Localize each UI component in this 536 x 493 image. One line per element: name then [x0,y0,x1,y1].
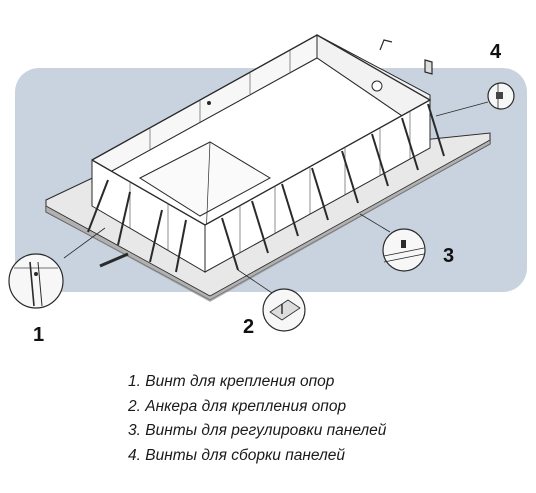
legend-item-2: 2. Анкера для крепления опор [128,397,347,415]
detail-circle-4 [487,82,515,110]
panel-seams [129,50,411,253]
legend-item-1: 1. Винт для крепления опор [128,373,335,390]
detail-circle-2 [262,288,306,332]
drain-pipe [99,252,129,268]
pool-ladder [379,39,433,75]
legend-list: 1. Винт для крепления опор 2. Анкера для… [128,370,386,468]
callout-3: 3 [443,245,454,267]
detail-circle-1 [8,253,64,309]
skimmer-opening [371,80,383,92]
callout-1: 1 [33,324,44,346]
leader-lines [63,101,489,296]
callout-4: 4 [490,41,502,63]
callout-2: 2 [243,316,254,338]
inlet-opening [207,101,211,105]
detail-circle-3 [382,228,426,272]
legend-item-4: 4. Винты для сборки панелей [128,446,345,464]
legend-item-3: 3. Винты для регулировки панелей [128,422,387,439]
wall-supports [87,103,445,273]
